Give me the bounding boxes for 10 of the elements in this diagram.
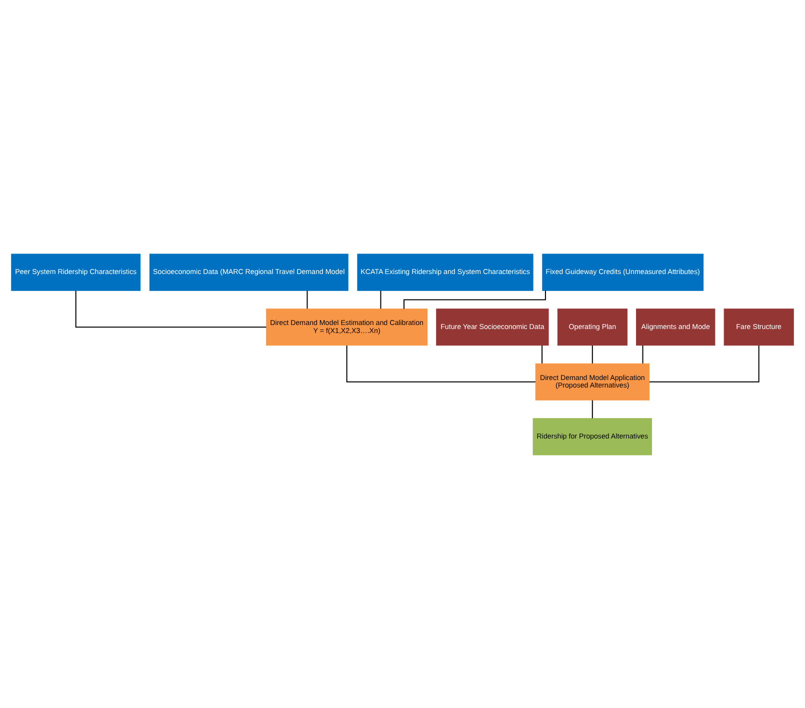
connector <box>649 345 760 382</box>
connector <box>306 290 308 308</box>
connector <box>75 290 266 328</box>
connector <box>403 290 546 308</box>
connector <box>642 345 644 363</box>
connector <box>380 290 382 308</box>
connector <box>542 345 543 363</box>
connector <box>592 345 593 363</box>
connector <box>346 345 536 382</box>
connector <box>592 400 593 418</box>
